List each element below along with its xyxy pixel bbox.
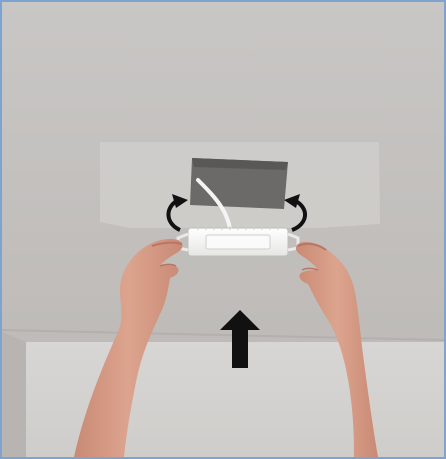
wall (2, 342, 444, 457)
light-fixture (178, 226, 298, 256)
